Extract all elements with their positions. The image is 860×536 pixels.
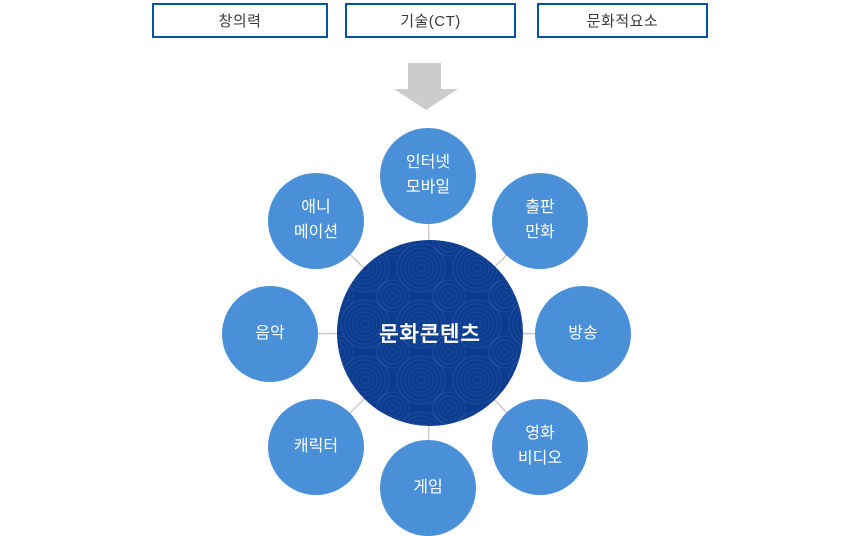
satellite-internet-mobile: 인터넷 모바일 [380,128,476,224]
input-box-creativity-label: 창의력 [218,13,262,30]
center-circle-cultural-content: 문화콘텐츠 [337,240,523,426]
input-box-technology-ct: 기술(CT) [345,3,516,38]
input-box-cultural-elements: 문화적요소 [537,3,708,38]
down-arrow-icon [394,63,458,110]
down-arrow-shape [394,63,458,110]
satellite-game-label: 게임 [413,478,443,496]
satellite-character-label: 캐릭터 [293,437,339,455]
satellite-animation-label: 애니 메이션 [293,199,339,241]
satellite-music: 음악 [222,286,318,382]
satellite-internet-mobile-label: 인터넷 모바일 [405,154,451,196]
center-circle-label: 문화콘텐츠 [379,323,481,346]
input-box-technology-ct-label: 기술(CT) [400,13,461,30]
satellite-publishing-comics-label: 출판 만화 [525,199,555,241]
concentric-rings-pattern [337,240,523,426]
input-box-creativity: 창의력 [152,3,328,38]
satellite-broadcasting: 방송 [535,286,631,382]
satellite-game: 게임 [380,440,476,536]
satellite-broadcasting-label: 방송 [568,324,598,342]
satellite-movie-video-label: 영화 비디오 [517,425,563,467]
satellite-music-label: 음악 [255,324,285,342]
input-box-cultural-elements-label: 문화적요소 [586,13,659,30]
